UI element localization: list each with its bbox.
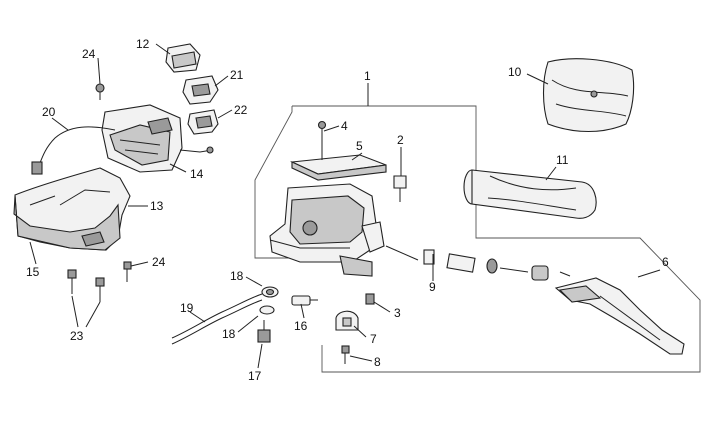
callout-13: 13 — [150, 199, 164, 213]
switch-housing-part — [101, 104, 183, 173]
brake-switch-part — [291, 295, 318, 306]
piston-kit-part — [385, 245, 529, 274]
callout-4: 4 — [341, 119, 348, 133]
callout-22: 22 — [234, 103, 248, 117]
callout-24a: 24 — [82, 47, 96, 61]
reservoir-cap-part — [289, 154, 387, 181]
screw-24-bottom — [123, 261, 132, 282]
callout-8: 8 — [374, 355, 381, 369]
callout-23: 23 — [70, 329, 84, 343]
switch-21-part — [182, 75, 219, 105]
pushrod-part — [531, 265, 571, 281]
callout-18a: 18 — [230, 269, 244, 283]
callout-5: 5 — [356, 139, 363, 153]
callout-21: 21 — [230, 68, 244, 82]
callout-11: 11 — [556, 153, 569, 167]
banjo-fitting-part — [257, 286, 279, 343]
switch-12-part — [165, 43, 201, 73]
callout-6: 6 — [662, 255, 669, 269]
callout-24b: 24 — [152, 255, 166, 269]
callout-20: 20 — [42, 105, 56, 119]
handlebar-grip-part — [463, 169, 597, 219]
screw-3-part — [365, 293, 375, 305]
brake-hose-part — [171, 293, 263, 345]
screw-8-part — [341, 345, 350, 364]
callout-labels: 1 2 3 4 5 6 7 8 9 10 11 12 13 14 15 16 1… — [26, 37, 669, 383]
callout-2: 2 — [397, 133, 404, 147]
lever-cover-part — [542, 58, 635, 133]
callout-19: 19 — [180, 301, 194, 315]
callout-12: 12 — [136, 37, 150, 51]
master-cylinder-part — [269, 183, 385, 277]
switch-22-part — [187, 109, 219, 135]
clamp-part — [335, 310, 359, 331]
callout-17: 17 — [248, 369, 262, 383]
callout-9: 9 — [429, 280, 436, 294]
callout-3: 3 — [394, 306, 401, 320]
screw-24-top — [95, 83, 105, 100]
screw-4-part — [317, 120, 327, 160]
callout-1: 1 — [364, 69, 371, 83]
wire-harness-part — [31, 126, 214, 175]
leader-lines — [29, 43, 661, 369]
bleed-screw-part — [393, 175, 407, 202]
callout-18b: 18 — [222, 327, 236, 341]
callout-7: 7 — [370, 332, 377, 346]
callout-10: 10 — [508, 65, 522, 79]
hand-guard-part — [13, 167, 131, 251]
callout-15: 15 — [26, 265, 40, 279]
callout-16: 16 — [294, 319, 308, 333]
callout-14: 14 — [190, 167, 204, 181]
brake-lever-part — [554, 277, 685, 355]
screws-23 — [67, 269, 105, 302]
